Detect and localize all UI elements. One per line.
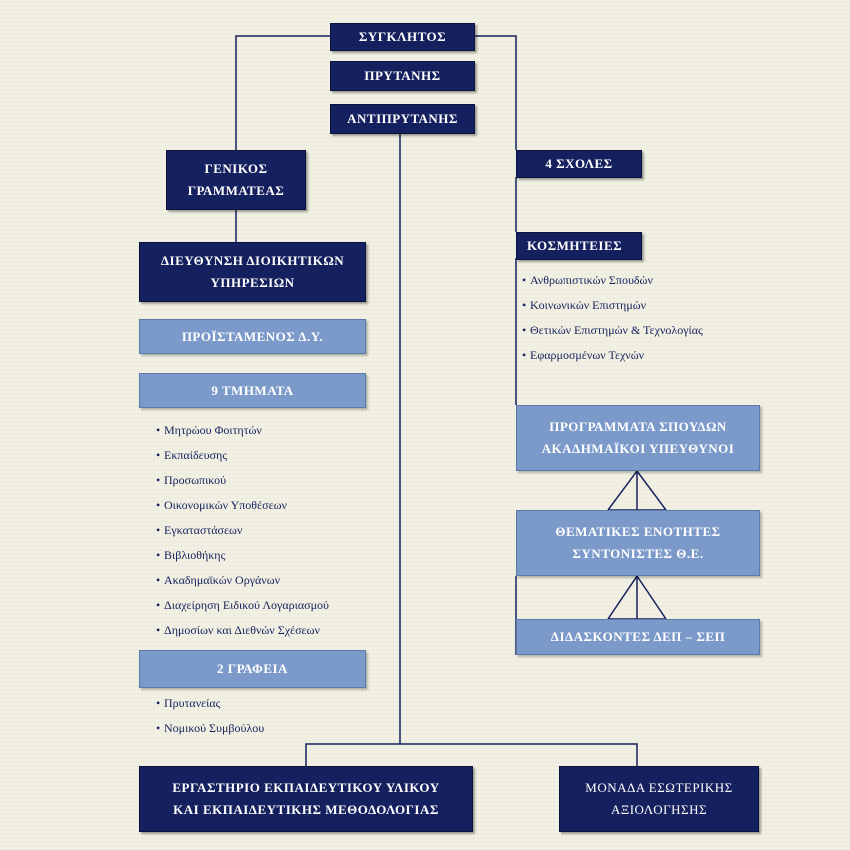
connector-senate-left bbox=[235, 35, 330, 153]
list-item: Κοινωνικών Επιστημών bbox=[522, 293, 703, 318]
tutors-box: ΔΙΔΑΣΚΟΝΤΕΣ ΔΕΠ – ΣΕΠ bbox=[516, 619, 760, 655]
list-item: Πρυτανείας bbox=[156, 691, 264, 716]
internal-evaluation-box: ΜΟΝΑΔΑ ΕΣΩΤΕΡΙΚΗΣ ΑΞΙΟΛΟΓΗΣΗΣ bbox=[559, 766, 759, 832]
study-programs-box: ΠΡΟΓΡΑΜΜΑΤΑ ΣΠΟΥΔΩΝ ΑΚΑΔΗΜΑΪΚΟΙ ΥΠΕΥΘΥΝΟ… bbox=[516, 405, 760, 471]
departments-box: 9 ΤΜΗΜΑΤΑ bbox=[139, 373, 366, 408]
schools-label: 4 ΣΧΟΛΕΣ bbox=[545, 156, 613, 171]
departments-list: Μητρώου Φοιτητών Εκπαίδευσης Προσωπικού … bbox=[156, 418, 329, 643]
list-item: Ακαδημαϊκών Οργάνων bbox=[156, 568, 329, 593]
thematic-units-box: ΘΕΜΑΤΙΚΕΣ ΕΝΟΤΗΤΕΣ ΣΥΝΤΟΝΙΣΤΕΣ Θ.Ε. bbox=[516, 510, 760, 576]
senate-label: ΣΥΓΚΛΗΤΟΣ bbox=[358, 29, 447, 44]
tree-connector-2 bbox=[607, 575, 667, 620]
list-item: Θετικών Επιστημών & Τεχνολογίας bbox=[522, 318, 703, 343]
list-item: Προσωπικού bbox=[156, 468, 329, 493]
vice-rector-box: ΑΝΤΙΠΡΥΤΑΝΗΣ bbox=[330, 104, 475, 134]
deans-title: ΚΟΣΜΗΤΕΙΕΣ bbox=[527, 238, 623, 253]
general-secretary-line-1: ΓΕΝΙΚΟΣ bbox=[204, 161, 268, 176]
thematic-units-line-1: ΘΕΜΑΤΙΚΕΣ ΕΝΟΤΗΤΕΣ bbox=[555, 524, 721, 539]
list-item: Εφαρμοσμένων Τεχνών bbox=[522, 343, 703, 368]
head-of-directorate-label: ΠΡΟΪΣΤΑΜΕΝΟΣ Δ.Υ. bbox=[181, 328, 324, 344]
general-secretary-box: ΓΕΝΙΚΟΣ ΓΡΑΜΜΑΤΕΑΣ bbox=[166, 150, 306, 210]
list-item: Διαχείρηση Ειδικού Λογαριασμού bbox=[156, 593, 329, 618]
list-item: Εκπαίδευσης bbox=[156, 443, 329, 468]
offices-box: 2 ΓΡΑΦΕΙΑ bbox=[139, 650, 366, 688]
senate-box: ΣΥΓΚΛΗΤΟΣ bbox=[330, 23, 475, 51]
list-item: Μητρώου Φοιτητών bbox=[156, 418, 329, 443]
deans-box: ΚΟΣΜΗΤΕΙΕΣ bbox=[516, 232, 642, 260]
connector-bottom bbox=[305, 743, 638, 766]
deans-list: Ανθρωπιστικών Σπουδών Κοινωνικών Επιστημ… bbox=[522, 268, 703, 368]
connector-senate-right bbox=[475, 35, 517, 150]
lab-box: ΕΡΓΑΣΤΗΡΙΟ ΕΚΠΑΙΔΕΥΤΙΚΟΥ ΥΛΙΚΟΥ ΚΑΙ ΕΚΠΑ… bbox=[139, 766, 473, 832]
list-item: Ανθρωπιστικών Σπουδών bbox=[522, 268, 703, 293]
internal-evaluation-line-2: ΑΞΙΟΛΟΓΗΣΗΣ bbox=[610, 802, 708, 817]
rector-label: ΠΡΥΤΑΝΗΣ bbox=[364, 68, 441, 83]
offices-list: Πρυτανείας Νομικού Συμβούλου bbox=[156, 691, 264, 741]
admin-directorate-line-2: ΥΠΗΡΕΣΙΩΝ bbox=[210, 275, 295, 290]
list-item: Οικονομικών Υποθέσεων bbox=[156, 493, 329, 518]
departments-title: 9 ΤΜΗΜΑΤΑ bbox=[211, 382, 294, 398]
rector-box: ΠΡΥΤΑΝΗΣ bbox=[330, 61, 475, 91]
vice-rector-label: ΑΝΤΙΠΡΥΤΑΝΗΣ bbox=[347, 111, 458, 126]
schools-box: 4 ΣΧΟΛΕΣ bbox=[516, 150, 642, 178]
offices-title: 2 ΓΡΑΦΕΙΑ bbox=[217, 661, 288, 676]
study-programs-line-1: ΠΡΟΓΡΑΜΜΑΤΑ ΣΠΟΥΔΩΝ bbox=[549, 419, 727, 434]
lab-line-1: ΕΡΓΑΣΤΗΡΙΟ ΕΚΠΑΙΔΕΥΤΙΚΟΥ ΥΛΙΚΟΥ bbox=[172, 780, 440, 795]
list-item: Εγκαταστάσεων bbox=[156, 518, 329, 543]
general-secretary-line-2: ΓΡΑΜΜΑΤΕΑΣ bbox=[187, 183, 285, 198]
study-programs-line-2: ΑΚΑΔΗΜΑΪΚΟΙ ΥΠΕΥΘΥΝΟΙ bbox=[541, 441, 735, 456]
tree-connector-1 bbox=[607, 470, 667, 511]
internal-evaluation-line-1: ΜΟΝΑΔΑ ΕΣΩΤΕΡΙΚΗΣ bbox=[585, 780, 733, 795]
admin-directorate-box: ΔΙΕΥΘΥΝΣΗ ΔΙΟΙΚΗΤΙΚΩΝ ΥΠΗΡΕΣΙΩΝ bbox=[139, 242, 366, 302]
head-of-directorate-box: ΠΡΟΪΣΤΑΜΕΝΟΣ Δ.Υ. bbox=[139, 319, 366, 354]
admin-directorate-line-1: ΔΙΕΥΘΥΝΣΗ ΔΙΟΙΚΗΤΙΚΩΝ bbox=[160, 253, 345, 268]
thematic-units-line-2: ΣΥΝΤΟΝΙΣΤΕΣ Θ.Ε. bbox=[572, 546, 704, 561]
lab-line-2: ΚΑΙ ΕΚΠΑΙΔΕΥΤΙΚΗΣ ΜΕΘΟΔΟΛΟΓΙΑΣ bbox=[173, 802, 439, 817]
list-item: Νομικού Συμβούλου bbox=[156, 716, 264, 741]
list-item: Βιβλιοθήκης bbox=[156, 543, 329, 568]
tutors-label: ΔΙΔΑΣΚΟΝΤΕΣ ΔΕΠ – ΣΕΠ bbox=[550, 629, 726, 644]
list-item: Δημοσίων και Διεθνών Σχέσεων bbox=[156, 618, 329, 643]
